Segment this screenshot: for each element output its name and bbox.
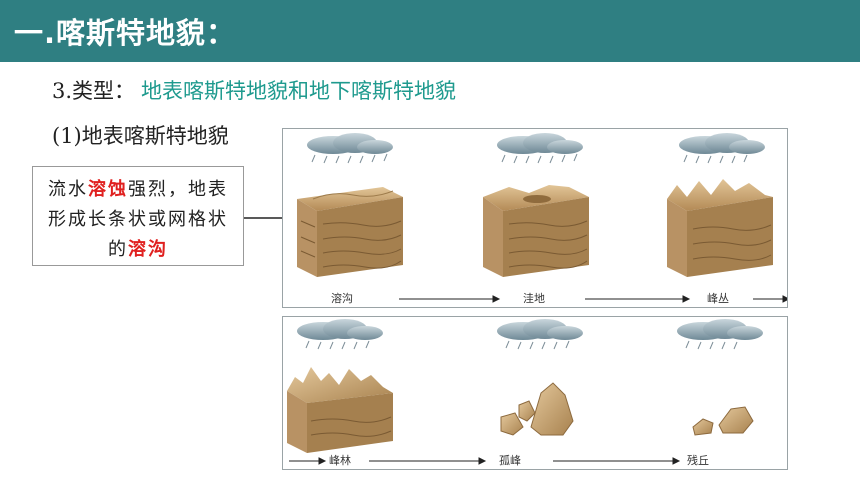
desc-text-1: 流水 — [48, 179, 88, 200]
cloud-icon — [679, 133, 765, 164]
section-subtitle: (1)地表喀斯特地貌 — [52, 124, 229, 148]
flow-arrow — [399, 295, 791, 303]
top-diagram-panel: 溶沟 洼地 峰丛 — [282, 128, 791, 308]
cloud-icon — [307, 133, 393, 164]
desc-text-2: 强烈，地表形成长条状或网格状的 — [48, 179, 228, 260]
page-title: 一.喀斯特地貌： — [14, 16, 237, 50]
type-prefix: 3.类型： — [52, 79, 136, 103]
desc-highlight-groove: 溶沟 — [128, 239, 168, 260]
landform-block-peak-forest — [287, 367, 393, 453]
stage-label-depression: 洼地 — [523, 292, 545, 305]
landform-block-depression — [483, 185, 589, 277]
landform-block-peak-cluster — [667, 179, 773, 277]
bottom-diagram — [287, 319, 763, 465]
type-value: 地表喀斯特地貌和地下喀斯特地貌 — [141, 79, 457, 103]
flow-arrow — [289, 457, 681, 465]
stage-label-residual-hill: 残丘 — [687, 454, 709, 467]
cloud-icon — [297, 319, 383, 350]
isolated-peak-rock — [500, 382, 574, 436]
cloud-icon — [497, 133, 583, 164]
stage-label-peak-cluster: 峰丛 — [707, 292, 729, 305]
header-bar: 一.喀斯特地貌： — [0, 0, 860, 62]
type-line: 3.类型：地表喀斯特地貌和地下喀斯特地貌 — [52, 75, 456, 105]
stage-label-groove: 溶沟 — [331, 292, 353, 305]
stage-label-isolated-peak: 孤峰 — [499, 454, 521, 467]
stage-label-peak-forest: 峰林 — [329, 454, 351, 467]
landform-block-groove — [297, 187, 403, 277]
top-diagram — [297, 133, 791, 303]
cloud-icon — [497, 319, 583, 350]
bottom-diagram-panel: 峰林 孤峰 残丘 — [282, 316, 788, 470]
residual-hill-rock — [692, 406, 754, 436]
description-box: 流水溶蚀强烈，地表形成长条状或网格状的溶沟 — [32, 166, 244, 266]
cloud-icon — [677, 319, 763, 350]
desc-highlight-dissolution: 溶蚀 — [88, 179, 128, 200]
